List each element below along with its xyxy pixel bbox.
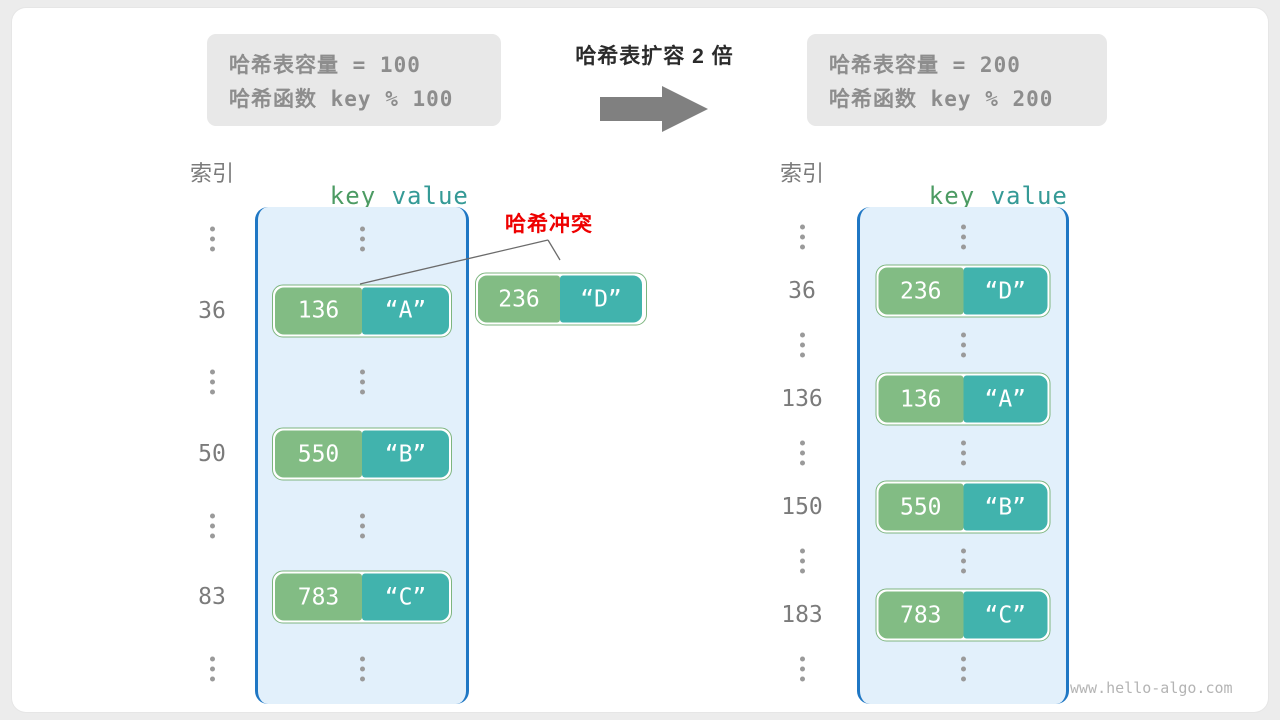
left-caption-hashfunc: 哈希函数 key % 100 — [229, 87, 454, 111]
left-header-index: 索引 — [189, 161, 234, 186]
right-caption-box: 哈希表容量 = 200 哈希函数 key % 200 — [807, 34, 1107, 126]
left-caption-box: 哈希表容量 = 100 哈希函数 key % 100 — [207, 34, 501, 126]
left-header-value: value — [391, 182, 469, 210]
colliding-entry-cell: 236 “D” — [475, 272, 647, 326]
collision-label: 哈希冲突 — [505, 213, 593, 236]
watermark: www.hello-algo.com — [1070, 679, 1233, 697]
right-header-index: 索引 — [779, 161, 824, 186]
left-header-key: key — [329, 182, 377, 210]
colliding-entry-key: 236 — [478, 275, 560, 323]
right-header-value: value — [990, 182, 1068, 210]
collision-leader-lines — [359, 239, 561, 285]
resize-title: 哈希表扩容 2 倍 — [575, 45, 734, 68]
right-header-keyvalue: key value — [867, 154, 1067, 238]
right-caption-capacity: 哈希表容量 = 200 — [829, 53, 1021, 77]
right-arrow-icon — [600, 86, 710, 132]
right-caption-hashfunc: 哈希函数 key % 200 — [829, 87, 1054, 111]
left-header-keyvalue: key value — [268, 154, 468, 238]
colliding-entry-value: “D” — [560, 275, 642, 323]
diagram-canvas: 哈希表容量 = 100 哈希函数 key % 100 哈希表扩容 2 倍 哈希表… — [12, 8, 1268, 712]
right-header-key: key — [928, 182, 976, 210]
left-caption-capacity: 哈希表容量 = 100 — [229, 53, 421, 77]
